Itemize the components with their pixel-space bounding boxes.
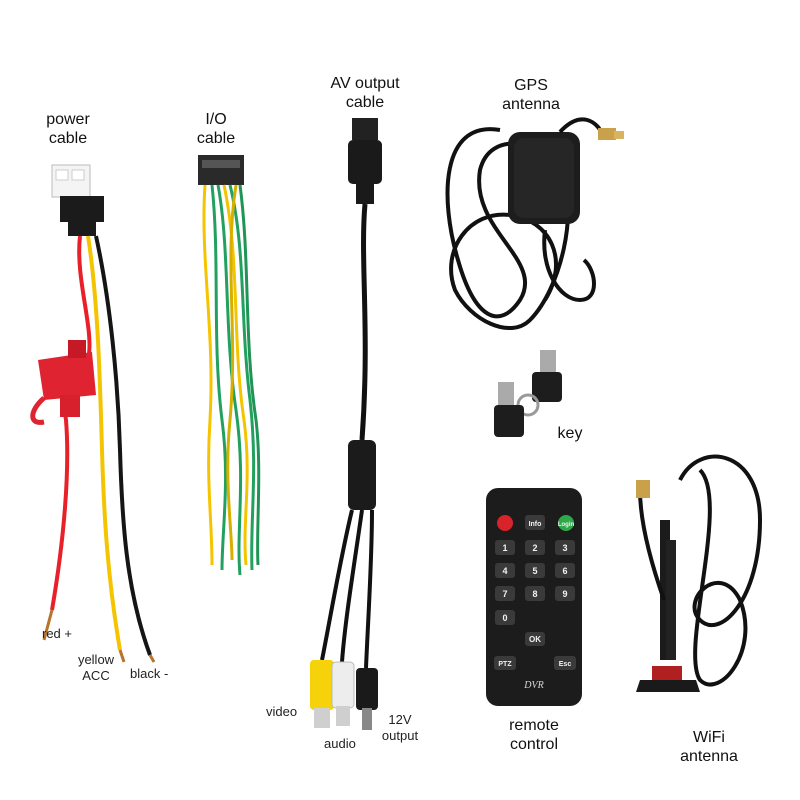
power-key <box>497 515 513 531</box>
av-output-cable <box>310 118 382 730</box>
esc-key-label: Esc <box>559 661 572 668</box>
video-label: video <box>266 704 298 719</box>
remote-key-6 <box>555 563 575 578</box>
remote-key-label-2: 2 <box>532 543 537 553</box>
remote-control-label: remote control <box>509 717 559 753</box>
remote-key-label-6: 6 <box>562 566 567 576</box>
remote-key-label-4: 4 <box>502 566 507 576</box>
remote-key-7 <box>495 586 515 601</box>
io-cable-label: I/O cable <box>196 111 236 147</box>
io-cable <box>198 155 261 576</box>
remote-key-label-5: 5 <box>532 566 537 576</box>
red-wire-label: red + <box>42 626 72 641</box>
ptz-key-label: PTZ <box>498 661 512 668</box>
remote-key-0 <box>495 610 515 625</box>
remote-key-9 <box>555 586 575 601</box>
gps-antenna-label: GPS antenna <box>502 77 560 113</box>
remote-key-4 <box>495 563 515 578</box>
key-label: key <box>557 425 583 442</box>
fuse-holder <box>30 340 96 425</box>
remote-key-label-8: 8 <box>532 589 537 599</box>
black-wire <box>94 235 152 656</box>
login-key-label: Login <box>558 522 575 528</box>
remote-key-8 <box>525 586 545 601</box>
gps-antenna <box>445 117 624 331</box>
remote-key-label-7: 7 <box>502 589 507 599</box>
remote-key-1 <box>495 540 515 555</box>
remote-key-label-0: 0 <box>502 613 507 623</box>
av-output-cable-label: AV output cable <box>330 75 400 111</box>
yellow-wire-label: yellow ACC <box>77 652 115 683</box>
remote-brand: DVR <box>523 680 543 691</box>
12v-output-label: 12V output <box>381 712 419 743</box>
yellow-wire <box>86 235 122 651</box>
video-plug <box>310 660 334 710</box>
remote-key-3 <box>555 540 575 555</box>
remote-key-label-9: 9 <box>562 589 567 599</box>
black-wire-label: black - <box>130 666 169 681</box>
remote-key-label-3: 3 <box>562 543 567 553</box>
power-cable <box>30 164 156 663</box>
wifi-antenna <box>636 454 763 692</box>
remote-key-label-1: 1 <box>502 543 507 553</box>
info-key-label: Info <box>529 521 542 528</box>
keys <box>494 350 562 437</box>
ok-key-label: OK <box>529 635 541 644</box>
wifi-antenna-label: WiFi antenna <box>680 729 738 765</box>
dc-plug <box>356 668 378 710</box>
remote-key-2 <box>525 540 545 555</box>
power-cable-label: power cable <box>46 111 90 147</box>
audio-label: audio <box>324 736 356 751</box>
remote-key-5 <box>525 563 545 578</box>
